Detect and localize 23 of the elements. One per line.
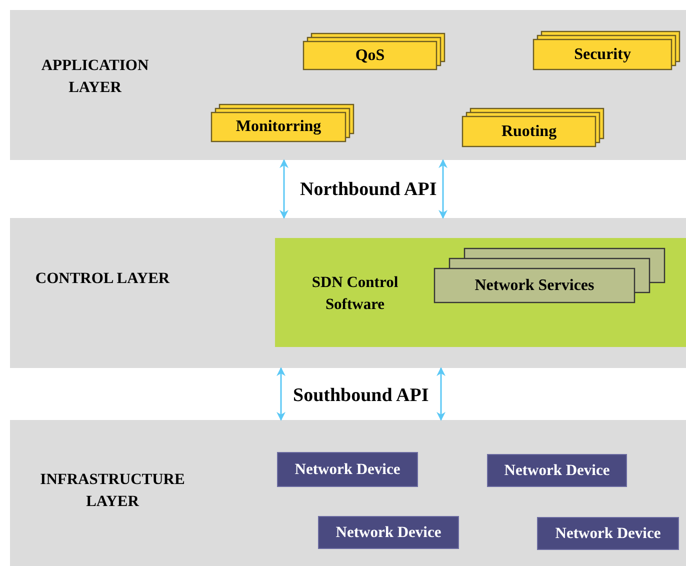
card-label: Ruoting bbox=[501, 122, 557, 140]
interface-label: Southbound API bbox=[293, 385, 429, 407]
card-label: Monitorring bbox=[236, 118, 322, 136]
device-box: Network Device bbox=[537, 517, 679, 550]
card-label: QoS bbox=[355, 46, 385, 64]
double-arrow bbox=[438, 159, 448, 219]
layer-label: APPLICATION LAYER bbox=[40, 56, 150, 98]
device-box: Network Device bbox=[277, 452, 418, 487]
layer-band bbox=[10, 218, 686, 368]
interface-label: Northbound API bbox=[300, 179, 437, 201]
device-box: Network Device bbox=[487, 454, 627, 487]
panel-label: SDN Control Software bbox=[310, 273, 400, 315]
layer-band bbox=[10, 420, 686, 566]
software-panel bbox=[275, 238, 686, 347]
card-label: Network Services bbox=[474, 276, 594, 294]
layer-band bbox=[10, 10, 686, 160]
double-arrow bbox=[276, 367, 286, 421]
layer-label: INFRASTRUCTURE LAYER bbox=[39, 470, 186, 512]
double-arrow bbox=[436, 367, 446, 421]
card-label: Security bbox=[574, 46, 631, 64]
device-box: Network Device bbox=[318, 516, 459, 549]
layer-label: CONTROL LAYER bbox=[34, 269, 171, 289]
double-arrow bbox=[280, 159, 288, 219]
